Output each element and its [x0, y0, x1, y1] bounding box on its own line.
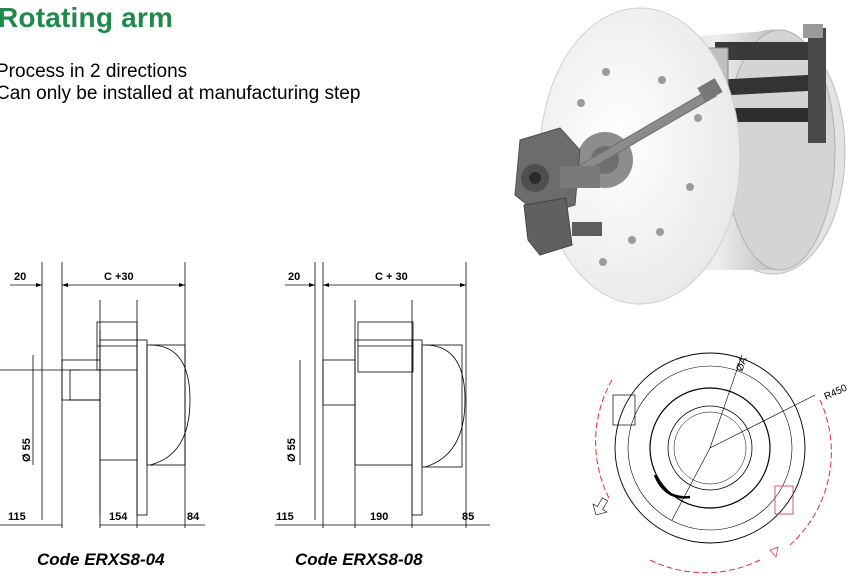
diameter-label: ØA	[734, 355, 749, 373]
side-view-drawing-2: 20 C + 30 Ø 55 115 190 85	[275, 262, 490, 528]
radius-label: R450	[823, 382, 850, 402]
dim-b3: 85	[462, 511, 474, 523]
dim-diameter: Ø 55	[21, 438, 33, 462]
drawing-caption: Code ERXS8-08	[295, 550, 423, 569]
dim-b1: 115	[276, 511, 294, 523]
dim-span: C +30	[104, 271, 134, 283]
dim-b2: 154	[109, 511, 128, 523]
dim-left: 20	[288, 271, 300, 283]
dim-diameter: Ø 55	[286, 438, 298, 462]
dim-span: C + 30	[375, 271, 408, 283]
feature-item: Can only be installed at manufacturing s…	[0, 83, 361, 104]
dim-b2: 190	[370, 511, 388, 523]
side-view-drawing-1: 20 C +30 Ø 55 115 154 84	[0, 262, 205, 528]
dim-b3: 84	[187, 511, 200, 523]
feature-item: Process in 2 directions	[0, 61, 188, 82]
dim-b1: 115	[8, 511, 26, 523]
feature-list: Process in 2 directions Can only be inst…	[0, 61, 360, 105]
reel-3d-render	[514, 7, 846, 305]
drawing-caption: Code ERXS8-04	[37, 550, 165, 569]
page-title: Rotating arm	[0, 2, 174, 33]
front-view-drawing: ØA R450	[592, 352, 850, 574]
dim-left: 20	[14, 271, 26, 283]
